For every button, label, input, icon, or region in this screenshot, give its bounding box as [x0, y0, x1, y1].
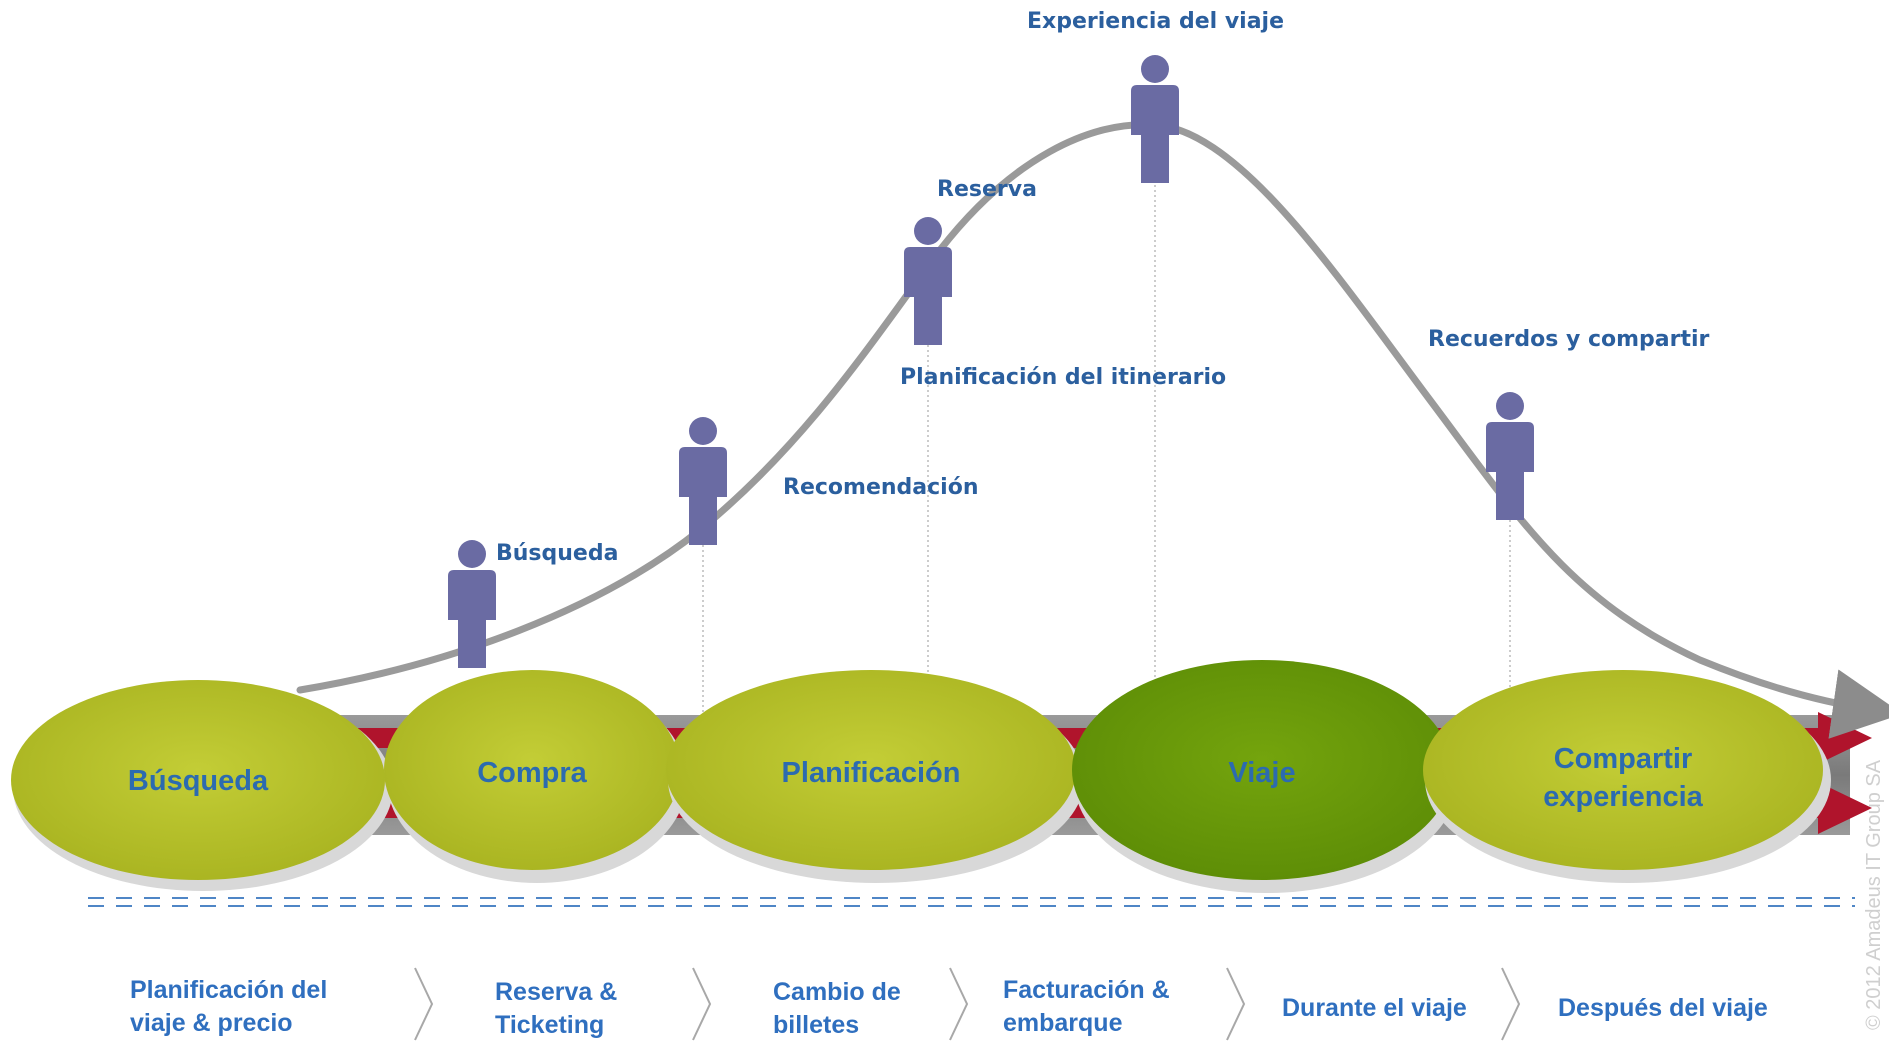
phase-planificacion: Planificación: [666, 670, 1084, 883]
person-figures: [448, 55, 1534, 668]
phase-label: Viaje: [1228, 757, 1295, 789]
chevron-right-icon: [414, 967, 434, 1041]
chevron-right-icon: [692, 967, 712, 1041]
person-icon: [1131, 55, 1179, 183]
red-arrow-head-bottom: [1818, 782, 1872, 834]
stage-label-busqueda: Búsqueda: [496, 541, 618, 566]
phase-busqueda: Búsqueda: [11, 680, 393, 891]
phase-label: Planificación: [782, 757, 961, 789]
phase-ellipses: Búsqueda Compra Planificación Viaje Comp…: [11, 660, 1831, 893]
person-icon: [1486, 392, 1534, 520]
stage-label-reserva: Reserva: [937, 177, 1037, 202]
svg-text:Después del viaje: Después del viaje: [1558, 994, 1768, 1022]
svg-text:Ticketing: Ticketing: [495, 1011, 604, 1039]
bottom-step: Planificación del viaje & precio: [130, 976, 327, 1037]
phase-label: Compra: [477, 757, 587, 789]
bottom-steps: Planificación del viaje & precio Reserva…: [130, 967, 1768, 1041]
bottom-step: Cambio de billetes: [773, 978, 901, 1039]
svg-text:Reserva &: Reserva &: [495, 978, 617, 1006]
stage-label-recomendacion: Recomendación: [783, 475, 978, 500]
svg-text:viaje & precio: viaje & precio: [130, 1009, 293, 1037]
person-icon: [904, 217, 952, 345]
chevron-right-icon: [1501, 967, 1521, 1041]
svg-text:Facturación &: Facturación &: [1003, 976, 1170, 1004]
bottom-step: Después del viaje: [1558, 994, 1768, 1022]
svg-text:Cambio de: Cambio de: [773, 978, 901, 1006]
person-icon: [448, 540, 496, 668]
phase-label: experiencia: [1543, 781, 1703, 813]
phase-compra: Compra: [384, 670, 687, 883]
svg-text:embarque: embarque: [1003, 1009, 1123, 1037]
bottom-step: Reserva & Ticketing: [495, 978, 617, 1039]
svg-text:Planificación del: Planificación del: [130, 976, 327, 1004]
journey-curve: [296, 121, 1889, 739]
svg-text:Durante el viaje: Durante el viaje: [1282, 994, 1467, 1022]
phase-label: Búsqueda: [128, 765, 269, 797]
chevron-right-icon: [1226, 967, 1246, 1041]
phase-label: Compartir: [1554, 743, 1693, 775]
stage-label-experiencia: Experiencia del viaje: [1027, 9, 1284, 34]
stage-label-recuerdos: Recuerdos y compartir: [1428, 327, 1710, 352]
person-icon: [679, 417, 727, 545]
bottom-step: Durante el viaje: [1282, 994, 1467, 1022]
phase-viaje: Viaje: [1072, 660, 1458, 893]
svg-text:billetes: billetes: [773, 1011, 859, 1039]
copyright-watermark: © 2012 Amadeus IT Group SA: [1863, 759, 1885, 1030]
bottom-step: Facturación & embarque: [1003, 976, 1170, 1037]
stage-label-planificacion-itinerario: Planificación del itinerario: [900, 365, 1226, 390]
chevron-right-icon: [949, 967, 969, 1041]
stage-labels: Búsqueda Recomendación Planificación del…: [496, 9, 1710, 566]
phase-compartir: Compartir experiencia: [1423, 670, 1831, 883]
